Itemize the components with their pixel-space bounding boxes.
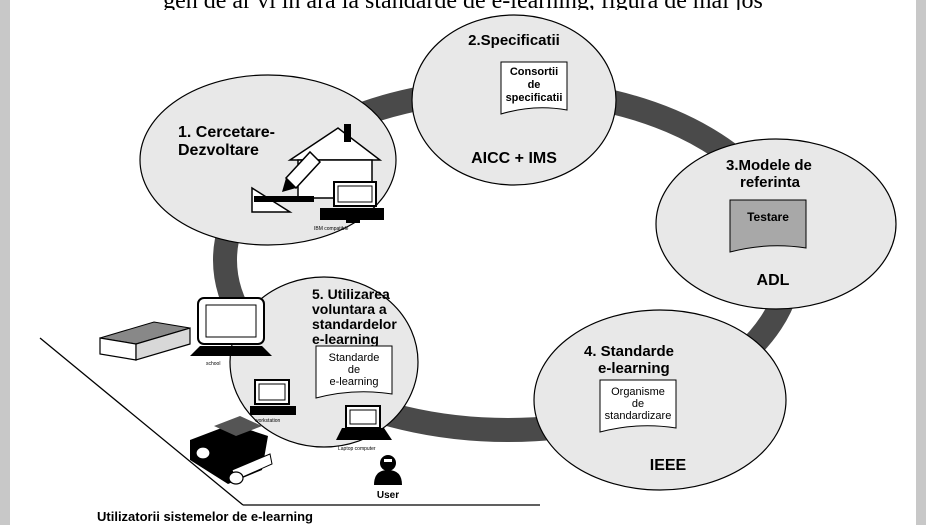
stage-1-title-line1: 1. Cercetare- bbox=[178, 124, 275, 141]
stage-4-doc-line1: Organisme bbox=[611, 386, 665, 398]
stage-4-e-learning-standards: 4. Standarde e-learning Organisme de sta… bbox=[533, 309, 787, 491]
stage-3-organization: ADL bbox=[757, 272, 790, 289]
floor-line-left bbox=[39, 337, 244, 506]
school-caption: school bbox=[206, 361, 220, 367]
pencil-icon bbox=[282, 150, 322, 192]
barn-icon bbox=[99, 321, 191, 361]
stage-5-doc-line1: Standarde bbox=[329, 352, 380, 364]
user-icon bbox=[374, 455, 402, 485]
user-caption: User bbox=[377, 490, 399, 501]
stage-2-doc-line3: specificatii bbox=[506, 92, 563, 104]
left-margin-bar bbox=[0, 0, 10, 525]
stage-1-title-line2: Dezvoltare bbox=[178, 142, 259, 159]
stage-4-document bbox=[599, 379, 677, 433]
school-computer-icon bbox=[190, 297, 272, 356]
stage-2-doc-line2: de bbox=[528, 79, 541, 91]
stage-4-doc-line2: de bbox=[632, 398, 644, 410]
stage-2-specifications: 2.Specificatii Consortii de specificatii… bbox=[411, 14, 617, 186]
stage-5-title-line3: standardelor bbox=[312, 316, 397, 332]
stage-3-doc: Testare bbox=[747, 210, 789, 224]
stage-1-computer-caption: IBM compatible bbox=[314, 226, 349, 232]
ruler-icon bbox=[254, 196, 314, 202]
stage-5-doc-line2: de bbox=[348, 364, 360, 376]
stage-3-title-line2: referinta bbox=[740, 174, 801, 191]
stage-4-organization: IEEE bbox=[650, 457, 687, 474]
right-margin-bar bbox=[916, 0, 926, 525]
stage-3-title-line1: 3.Modele de bbox=[726, 157, 812, 174]
stage-1-desktop-computer-icon bbox=[320, 181, 384, 223]
users-caption: Utilizatorii sistemelor de e-learning bbox=[97, 509, 313, 524]
laptop-caption: Laptop computer bbox=[338, 446, 376, 452]
stage-2-organization: AICC + IMS bbox=[471, 150, 557, 167]
workstation-caption: workstation bbox=[255, 418, 281, 424]
stage-5-title-line4: e-learning bbox=[312, 331, 379, 347]
stage-3-reference-models: 3.Modele de referinta Testare ADL bbox=[655, 138, 897, 310]
stage-2-doc-line1: Consortii bbox=[510, 66, 558, 78]
stage-4-title-line1: 4. Standarde bbox=[584, 343, 674, 360]
stage-5-title-line2: voluntara a bbox=[312, 301, 387, 317]
stage-5-title-line1: 5. Utilizarea bbox=[312, 286, 390, 302]
stage-2-title: 2.Specificatii bbox=[468, 32, 560, 49]
stage-2-document bbox=[500, 61, 568, 115]
stage-1-research: 1. Cercetare- Dezvoltare IBM compatible bbox=[139, 74, 397, 246]
stage-5-voluntary-use: 5. Utilizarea voluntara a standardelor e… bbox=[229, 276, 419, 452]
stage-4-doc-line3: standardizare bbox=[605, 410, 672, 422]
stage-3-document bbox=[729, 199, 807, 253]
stage-5-desktop-computer-icon bbox=[250, 379, 296, 415]
stage-5-document bbox=[315, 345, 393, 399]
stage-4-title-line2: e-learning bbox=[598, 360, 670, 377]
laptop-icon bbox=[336, 405, 392, 440]
header-text: gen de ar vi în ara la standarde de e-le… bbox=[0, 0, 926, 10]
stage-5-doc-line3: e-learning bbox=[330, 376, 379, 388]
car-icon bbox=[190, 416, 273, 485]
stage-1-circle bbox=[139, 74, 397, 246]
